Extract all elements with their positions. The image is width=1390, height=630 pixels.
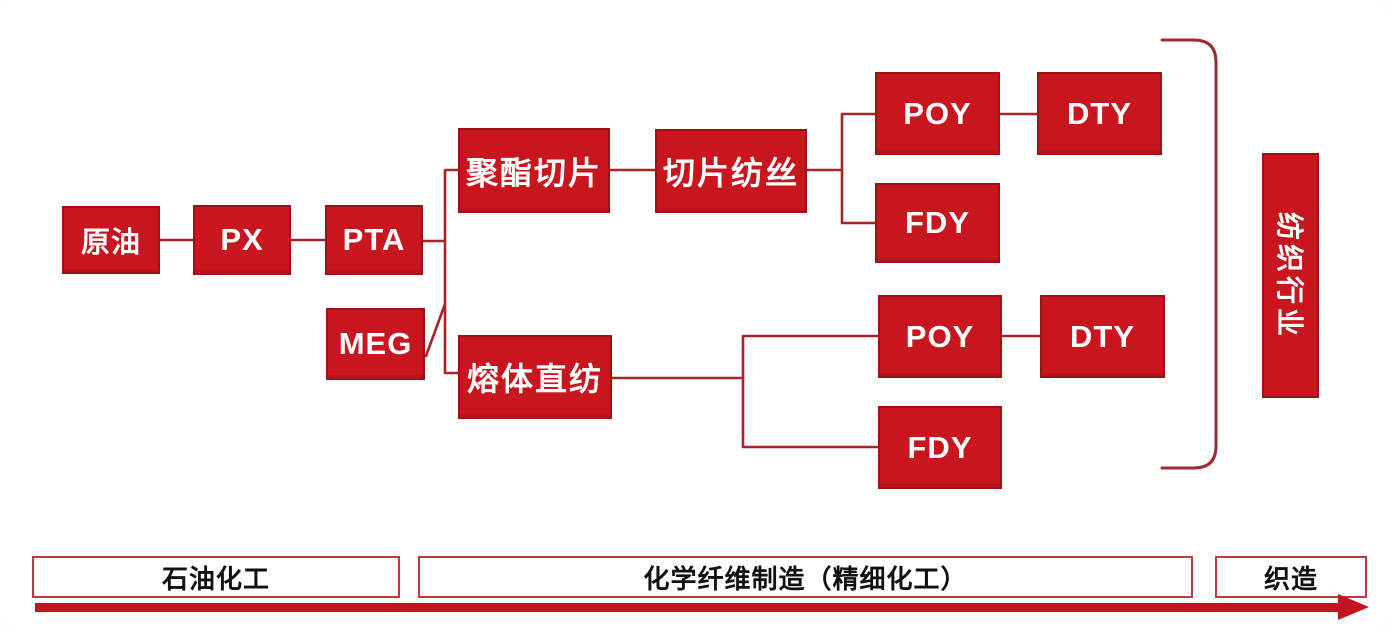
flow-arrow-head-icon — [1338, 594, 1369, 620]
stage-petrochemical-label: 石油化工 — [161, 563, 270, 594]
node-chip-spinning: 切片纺丝 — [655, 129, 807, 213]
node-melt-fdy: FDY — [878, 406, 1002, 489]
node-chip-poy-label: POY — [903, 95, 972, 131]
node-melt-fdy-label: FDY — [907, 429, 973, 465]
node-px: PX — [193, 205, 291, 275]
node-chip-dty: DTY — [1037, 72, 1162, 155]
node-polyester-chip: 聚酯切片 — [458, 128, 610, 213]
node-meg: MEG — [326, 308, 425, 380]
grouping-bracket-icon — [1160, 38, 1218, 470]
stage-chemical-fiber-label: 化学纤维制造（精细化工） — [643, 563, 968, 594]
node-chip-spinning-label: 切片纺丝 — [662, 155, 799, 191]
stage-petrochemical: 石油化工 — [32, 556, 400, 598]
node-textile-industry-label: 纺织行业 — [1273, 211, 1305, 340]
node-polyester-chip-label: 聚酯切片 — [465, 154, 602, 191]
stage-chemical-fiber: 化学纤维制造（精细化工） — [418, 556, 1193, 598]
stage-weaving-label: 织造 — [1263, 563, 1318, 594]
node-chip-poy: POY — [875, 72, 1000, 155]
node-chip-dty-label: DTY — [1067, 95, 1132, 131]
node-meg-label: MEG — [338, 326, 413, 361]
node-melt-poy-label: POY — [905, 318, 975, 354]
node-melt-dty-label: DTY — [1070, 318, 1135, 354]
node-chip-fdy-label: FDY — [905, 205, 970, 240]
node-px-label: PX — [220, 222, 264, 257]
node-melt-dty: DTY — [1040, 295, 1165, 378]
node-pta: PTA — [325, 205, 423, 275]
stage-weaving: 织造 — [1215, 556, 1367, 598]
node-melt-direct-spinning: 熔体直纺 — [458, 335, 612, 419]
node-melt-direct-spinning-label: 熔体直纺 — [466, 361, 603, 397]
node-crude-oil-label: 原油 — [80, 227, 141, 259]
node-melt-poy: POY — [878, 295, 1002, 378]
node-chip-fdy: FDY — [875, 183, 1000, 263]
node-textile-industry: 纺织行业 — [1262, 153, 1319, 398]
node-pta-label: PTA — [342, 222, 406, 257]
node-crude-oil: 原油 — [62, 206, 160, 274]
flow-arrow-bar — [35, 603, 1340, 612]
